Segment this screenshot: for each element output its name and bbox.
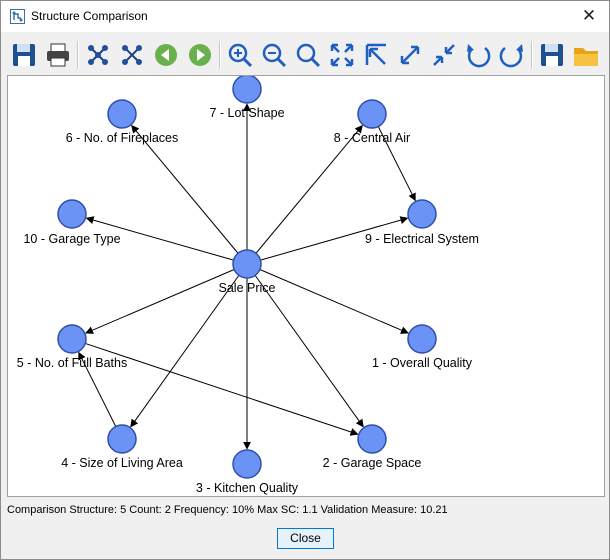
graph-node-n7[interactable] [232, 76, 262, 104]
graph-node-n6[interactable] [107, 99, 137, 129]
zoom-out-icon [262, 43, 287, 68]
fit-to-window-icon [330, 43, 354, 67]
title-bar: Structure Comparison ✕ [1, 1, 609, 32]
save-file-icon [541, 44, 563, 66]
expand-graph-button[interactable] [81, 38, 115, 72]
collapse-graph-button[interactable] [115, 38, 149, 72]
zoom-reset-button[interactable] [291, 38, 325, 72]
print-icon [47, 43, 69, 67]
graph-node-n3[interactable] [232, 449, 262, 479]
edge-n4-to-n5 [78, 351, 117, 427]
forward-icon [189, 44, 211, 66]
graph-node-n5[interactable] [57, 324, 87, 354]
save-file-button[interactable] [535, 38, 569, 72]
graph-node-label: 3 - Kitchen Quality [196, 481, 299, 495]
graph-node-n10[interactable] [57, 199, 87, 229]
expand-button[interactable] [393, 38, 427, 72]
graph-node-label: 10 - Garage Type [23, 232, 120, 246]
graph-node-n4[interactable] [107, 424, 137, 454]
shrink-icon [433, 44, 455, 66]
structure-graph[interactable]: Sale Price 7 - Lot Shape 6 - No. of Firepl… [8, 76, 604, 496]
rotate-counterclockwise-button[interactable] [461, 38, 495, 72]
graph-node-n2[interactable] [357, 424, 387, 454]
zoom-reset-icon [296, 43, 321, 68]
save-button[interactable] [7, 38, 41, 72]
graph-node-label: 8 - Central Air [334, 131, 410, 145]
toolbar-separator [77, 41, 79, 69]
graph-node-label: 7 - Lot Shape [209, 106, 284, 120]
toolbar-separator [219, 41, 221, 69]
rotate-clockwise-icon [499, 44, 523, 68]
expand-graph-icon [88, 45, 108, 65]
edge-sale-to-n1 [259, 269, 409, 334]
graph-edges [78, 103, 416, 450]
collapse-graph-icon [122, 45, 142, 65]
edge-n5-to-n2 [85, 342, 359, 436]
graph-node-label: 5 - No. of Full Baths [17, 356, 127, 370]
status-text: Comparison Structure: 5 Count: 2 Frequen… [7, 504, 448, 516]
edge-sale-to-n9 [260, 216, 409, 261]
window-close-button[interactable]: ✕ [581, 6, 597, 25]
back-button[interactable] [149, 38, 183, 72]
move-to-top-left-button[interactable] [359, 38, 393, 72]
edge-sale-to-n6 [131, 124, 239, 254]
move-to-top-left-icon [365, 43, 386, 65]
zoom-in-icon [228, 43, 253, 68]
toolbar-separator [531, 41, 533, 69]
graph-node-label: 6 - No. of Fireplaces [66, 131, 179, 145]
rotate-counterclockwise-icon [467, 44, 491, 68]
open-folder-button[interactable] [569, 38, 603, 72]
print-button[interactable] [41, 38, 75, 72]
edge-sale-to-n2 [254, 275, 364, 428]
graph-node-label: 2 - Garage Space [323, 456, 422, 470]
graph-node-label: 9 - Electrical System [365, 232, 479, 246]
shrink-button[interactable] [427, 38, 461, 72]
back-icon [155, 44, 177, 66]
zoom-out-button[interactable] [257, 38, 291, 72]
fit-to-window-button[interactable] [325, 38, 359, 72]
edge-n8-to-n9 [377, 126, 416, 202]
window-title: Structure Comparison [31, 9, 148, 23]
rotate-clockwise-button[interactable] [495, 38, 529, 72]
graph-node-n9[interactable] [407, 199, 437, 229]
graph-canvas[interactable]: Sale Price 7 - Lot Shape 6 - No. of Firepl… [7, 75, 605, 497]
zoom-in-button[interactable] [223, 38, 257, 72]
close-button[interactable]: Close [277, 528, 334, 549]
edge-sale-to-n4 [130, 275, 240, 428]
graph-node-n8[interactable] [357, 99, 387, 129]
graph-node-sale[interactable] [232, 249, 262, 279]
edge-sale-to-n8 [255, 124, 363, 254]
graph-node-label: 1 - Overall Quality [372, 356, 473, 370]
graph-node-label: Sale Price [219, 281, 276, 295]
edge-sale-to-n5 [85, 269, 235, 334]
edge-sale-to-n10 [85, 216, 234, 261]
save-icon [13, 44, 35, 66]
forward-button[interactable] [183, 38, 217, 72]
app-icon [10, 9, 25, 24]
open-folder-icon [574, 48, 598, 66]
expand-icon [400, 45, 420, 65]
graph-node-n1[interactable] [407, 324, 437, 354]
graph-node-label: 4 - Size of Living Area [61, 456, 183, 470]
toolbar [7, 37, 605, 73]
graph-nodes: Sale Price 7 - Lot Shape 6 - No. of Firepl… [17, 76, 479, 495]
